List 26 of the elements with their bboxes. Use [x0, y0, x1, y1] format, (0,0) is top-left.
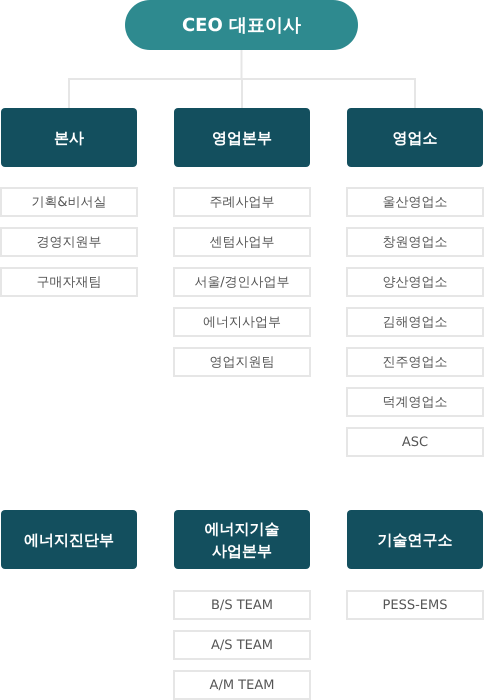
team-box: 양산영업소 — [346, 267, 484, 297]
team-box: 구매자재팀 — [0, 267, 138, 297]
team-box: 기획&비서실 — [0, 187, 138, 217]
team-box: 주례사업부 — [173, 187, 311, 217]
team-box: 경영지원부 — [0, 227, 138, 257]
leader-pill: CEO 대표이사 — [125, 0, 358, 50]
team-box: A/S TEAM — [173, 630, 311, 660]
team-box: 울산영업소 — [346, 187, 484, 217]
division-box: 기술연구소 — [347, 510, 483, 569]
team-box: B/S TEAM — [173, 590, 311, 620]
division-box: 영업본부 — [174, 108, 310, 167]
division-box: 본사 — [1, 108, 137, 167]
team-box: 영업지원팀 — [173, 347, 311, 377]
team-box: 덕계영업소 — [346, 387, 484, 417]
team-box: 창원영업소 — [346, 227, 484, 257]
team-box: 서울/경인사업부 — [173, 267, 311, 297]
team-box: ASC — [346, 427, 484, 457]
team-box: 센텀사업부 — [173, 227, 311, 257]
division-box: 에너지진단부 — [1, 510, 137, 569]
team-box: 김해영업소 — [346, 307, 484, 337]
division-box: 에너지기술 사업본부 — [174, 510, 310, 569]
team-box: A/M TEAM — [173, 670, 311, 700]
team-box: 에너지사업부 — [173, 307, 311, 337]
team-box: 진주영업소 — [346, 347, 484, 377]
division-box: 영업소 — [347, 108, 483, 167]
team-box: PESS-EMS — [346, 590, 484, 620]
